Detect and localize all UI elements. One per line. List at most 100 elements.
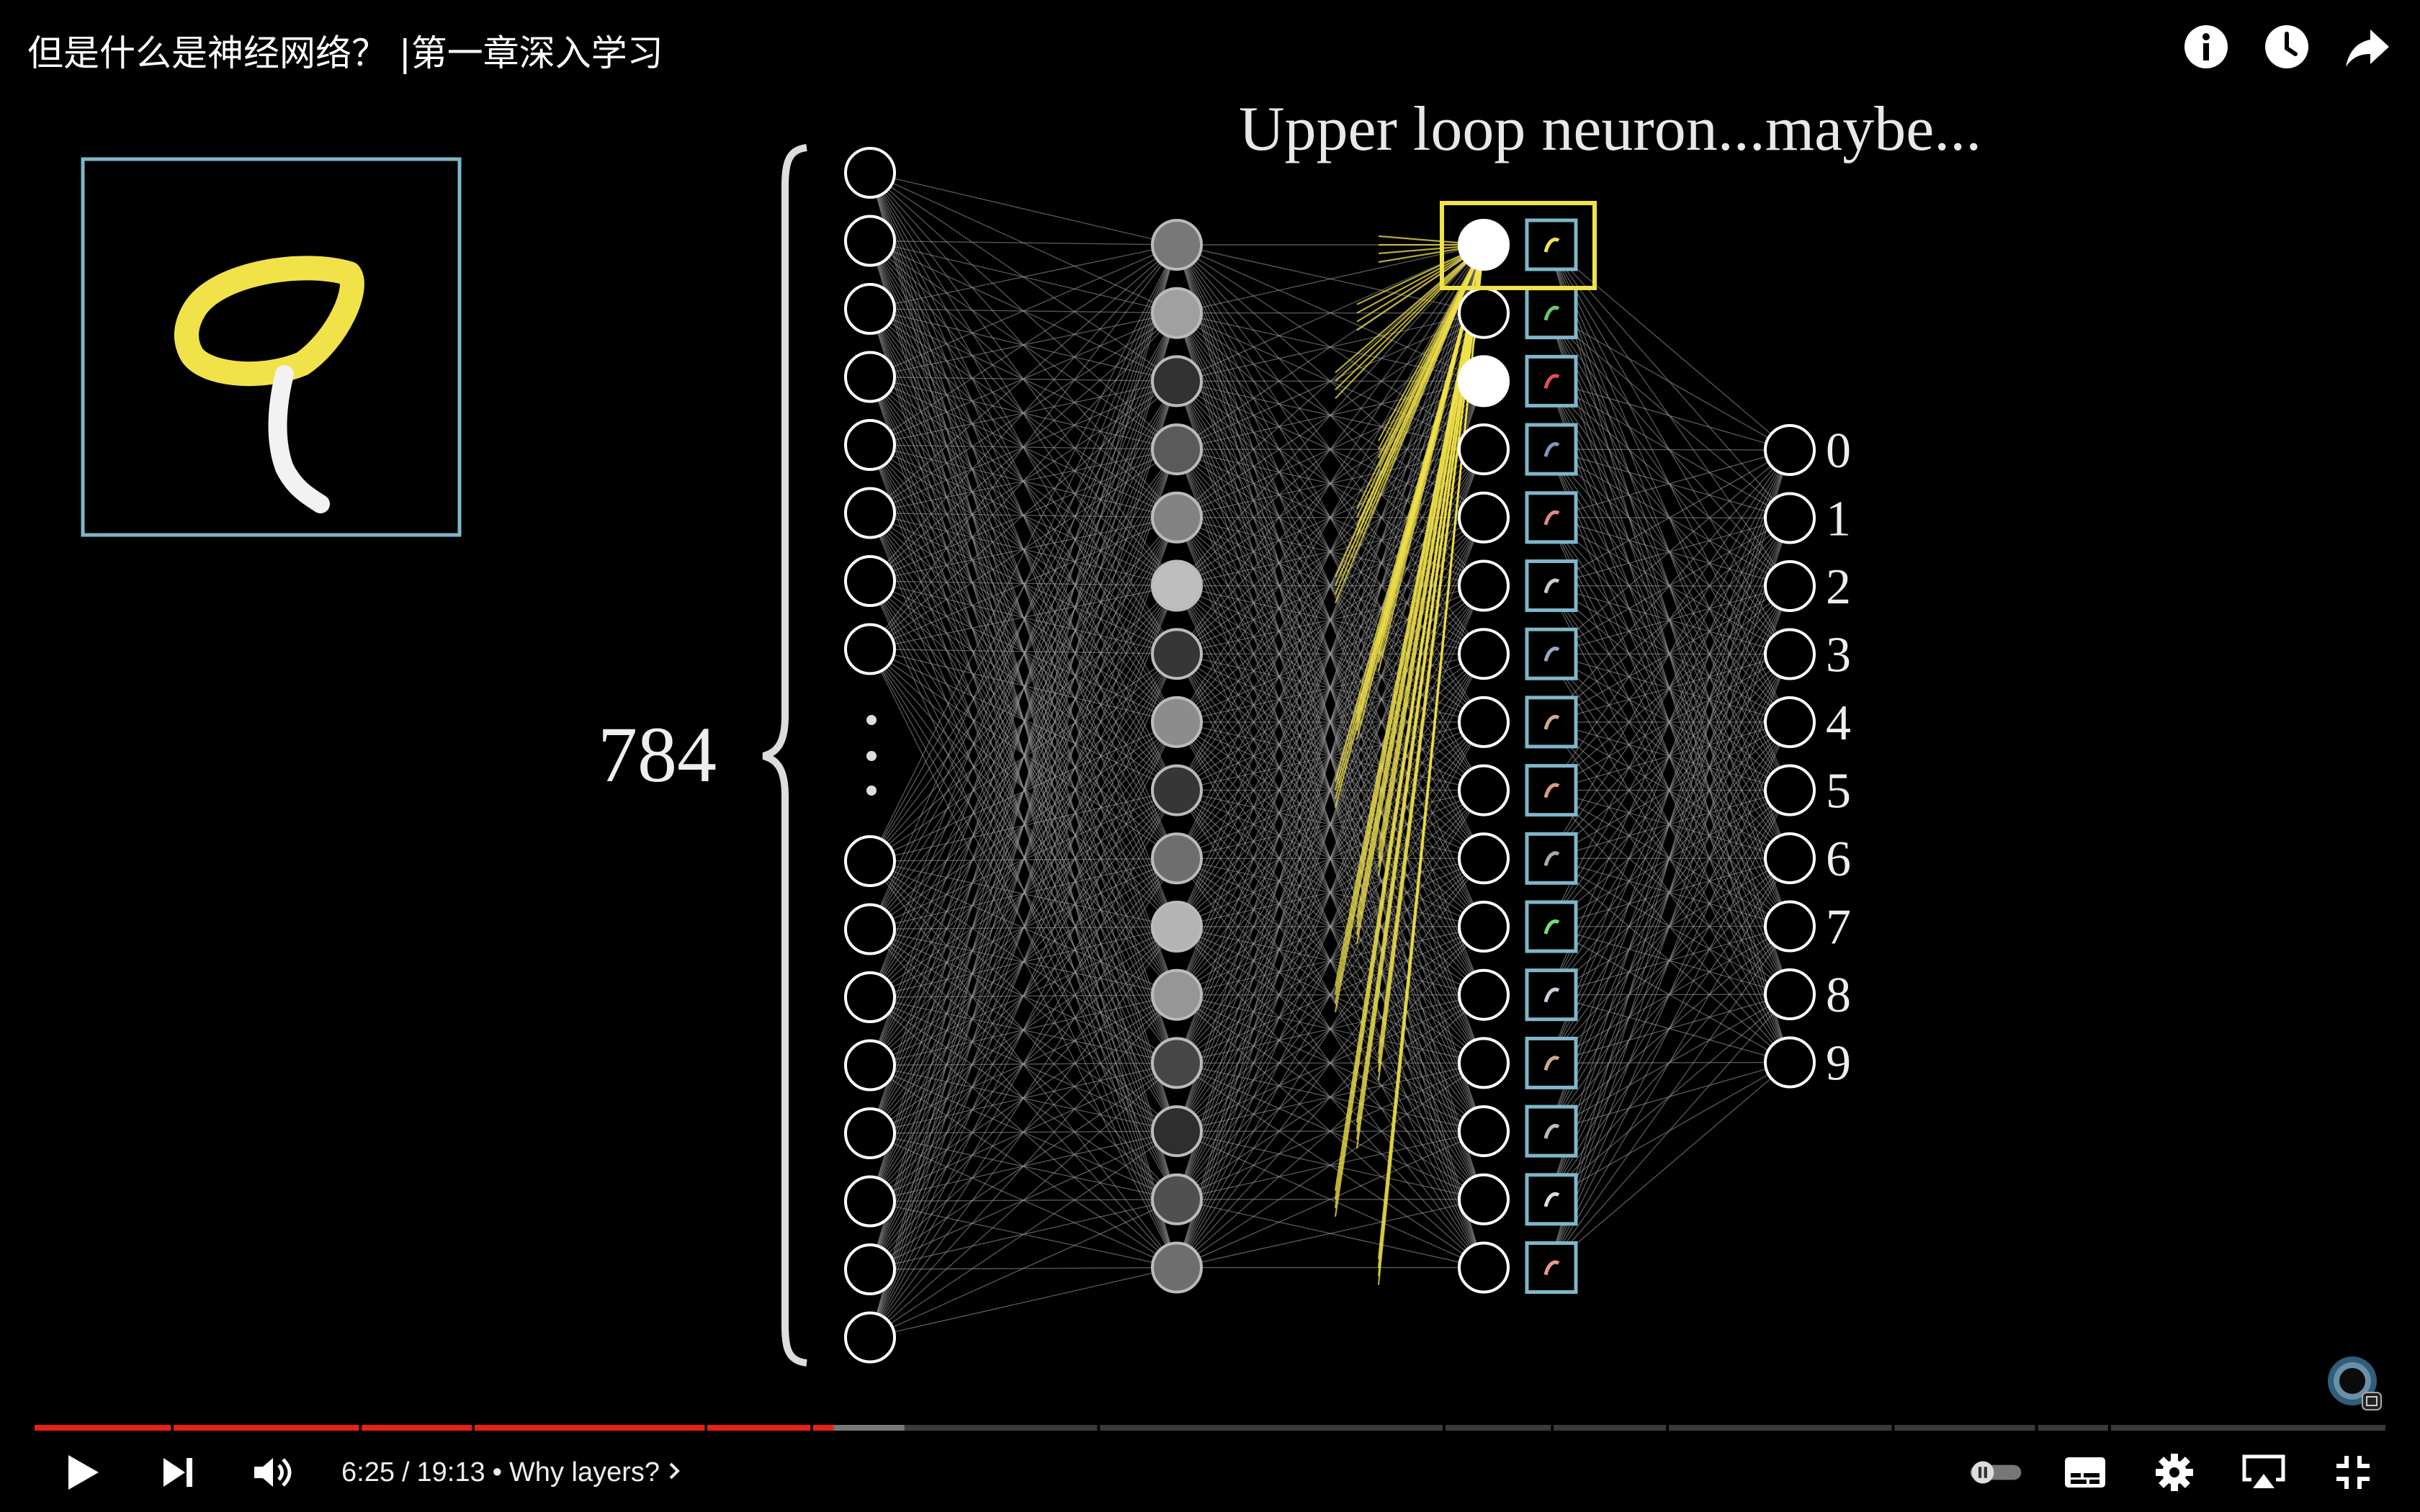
feature-stroke <box>1543 578 1560 594</box>
chevron-right-icon[interactable] <box>667 1457 681 1488</box>
input-neuron <box>844 147 896 199</box>
subtitles-icon[interactable] <box>2058 1447 2112 1498</box>
hidden1-neuron <box>1151 423 1203 476</box>
output-neuron <box>1764 832 1816 884</box>
feature-thumbnail <box>1525 968 1578 1022</box>
hidden2-neuron <box>1458 287 1510 339</box>
output-neuron <box>1764 628 1816 680</box>
hidden1-neuron <box>1151 1241 1203 1294</box>
hidden1-neuron <box>1151 764 1203 816</box>
input-neuron <box>844 623 896 675</box>
hidden1-neuron <box>1151 968 1203 1021</box>
hidden2-neuron <box>1458 491 1510 544</box>
feature-stroke <box>1543 510 1560 526</box>
autoplay-toggle[interactable] <box>1969 1447 2022 1498</box>
hidden2-neuron <box>1458 968 1510 1021</box>
output-label: 0 <box>1826 423 1851 479</box>
feature-thumbnails <box>1525 218 1578 1294</box>
hidden2-neuron <box>1458 901 1510 953</box>
hidden2-neuron <box>1458 1241 1510 1294</box>
feature-stroke <box>1543 647 1560 662</box>
feature-thumbnail <box>1525 1104 1578 1158</box>
output-label: 5 <box>1826 764 1851 819</box>
hidden2-neuron <box>1458 1173 1510 1225</box>
channel-logo-icon[interactable] <box>2325 1354 2384 1413</box>
feature-thumbnail <box>1525 627 1578 680</box>
feature-thumbnail <box>1525 491 1578 544</box>
feature-stroke <box>1543 1192 1560 1207</box>
hidden2-neuron <box>1458 1037 1510 1089</box>
feature-stroke <box>1543 442 1560 457</box>
video-title[interactable]: 但是什么是神经网络？ |第一章深入学习 <box>27 32 663 74</box>
feature-thumbnail <box>1525 1241 1578 1294</box>
feature-thumbnail <box>1525 832 1578 885</box>
input-neuron <box>844 1311 896 1364</box>
input-neuron <box>844 1039 896 1092</box>
next-icon[interactable] <box>151 1447 205 1498</box>
feature-thumbnail <box>1525 287 1578 340</box>
output-neuron <box>1764 968 1816 1020</box>
feature-stroke <box>1543 374 1560 390</box>
chapter-separator: • <box>492 1457 502 1488</box>
output-label: 4 <box>1826 696 1851 751</box>
output-label: 7 <box>1826 900 1851 955</box>
feature-stroke <box>1543 919 1560 935</box>
output-label: 6 <box>1826 832 1851 887</box>
clock-icon[interactable] <box>2262 22 2312 72</box>
feature-thumbnail <box>1525 354 1578 408</box>
hidden1-neuron <box>1151 1037 1203 1089</box>
input-neuron <box>844 1107 896 1159</box>
play-icon[interactable] <box>56 1447 109 1498</box>
feature-stroke <box>1543 238 1560 253</box>
exit-fullscreen-icon[interactable] <box>2326 1447 2380 1498</box>
network-edges <box>869 172 1791 1338</box>
output-neuron <box>1764 424 1816 476</box>
input-neuron <box>844 971 896 1023</box>
settings-icon[interactable] <box>2148 1447 2201 1498</box>
feature-stroke <box>1543 714 1560 730</box>
digit-stem <box>268 365 330 513</box>
hidden1-neuron <box>1151 219 1203 271</box>
feature-thumbnail <box>1525 696 1578 749</box>
airplay-icon[interactable] <box>2237 1447 2290 1498</box>
hidden1-neuron <box>1151 287 1203 339</box>
chapter-title[interactable]: Why layers? <box>508 1457 660 1488</box>
output-neuron <box>1764 900 1816 953</box>
output-neuron <box>1764 764 1816 816</box>
input-digit-panel <box>81 157 462 537</box>
output-label: 3 <box>1826 628 1851 683</box>
feature-thumbnail <box>1525 218 1578 271</box>
input-neuron <box>844 1243 896 1295</box>
hidden2-neuron <box>1458 628 1510 680</box>
share-icon[interactable] <box>2342 22 2393 72</box>
volume-icon[interactable] <box>246 1447 300 1498</box>
feature-stroke <box>1543 783 1560 798</box>
input-neuron <box>844 283 896 335</box>
hidden1-neuron <box>1151 832 1203 885</box>
input-neuron <box>844 1175 896 1228</box>
hidden2-neuron <box>1458 764 1510 816</box>
time-separator: / <box>401 1457 410 1488</box>
output-label: 8 <box>1826 968 1851 1023</box>
time-display: 6:25 / 19:13 • Why layers? <box>341 1457 681 1488</box>
duration: 19:13 <box>416 1457 485 1488</box>
current-time: 6:25 <box>341 1457 395 1488</box>
progress-bar[interactable] <box>35 1425 2385 1432</box>
digit-frame <box>81 157 462 537</box>
hidden1-neuron <box>1151 901 1203 953</box>
feature-stroke <box>1543 851 1560 866</box>
hidden1-neuron <box>1151 696 1203 748</box>
feature-thumbnail <box>1525 1173 1578 1226</box>
input-neuron <box>844 215 896 267</box>
feature-stroke <box>1543 987 1560 1003</box>
output-label: 9 <box>1826 1036 1851 1092</box>
highlight-frame <box>1440 201 1597 290</box>
feature-thumbnail <box>1525 423 1578 476</box>
feature-thumbnail <box>1525 1036 1578 1089</box>
info-icon[interactable] <box>2181 22 2231 72</box>
hidden1-neuron <box>1151 1105 1203 1158</box>
input-neuron <box>844 487 896 539</box>
feature-thumbnail <box>1525 900 1578 953</box>
